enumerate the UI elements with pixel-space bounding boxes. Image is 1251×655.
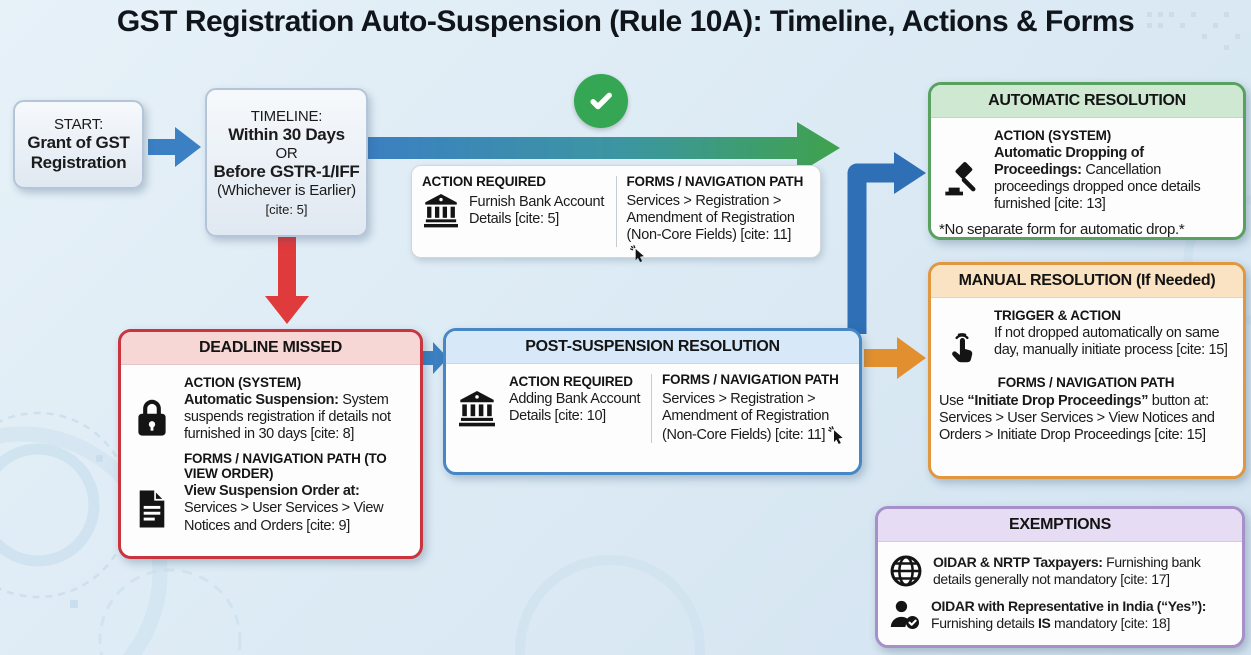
post-suspension-panel: POST-SUSPENSION RESOLUTION ACTION REQUIR…	[443, 328, 862, 475]
automatic-resolution-header: AUTOMATIC RESOLUTION	[931, 85, 1243, 118]
automatic-resolution-panel: AUTOMATIC RESOLUTION ACTION (SYSTEM) Aut…	[928, 82, 1246, 240]
forms-path-header: FORMS / NAVIGATION PATH (TO VIEW ORDER)	[184, 451, 387, 482]
exemptions-panel: EXEMPTIONS OIDAR & NRTP Taxpayers: Furni…	[875, 506, 1245, 648]
person-check-icon	[888, 598, 922, 632]
manual-trigger-text: If not dropped automatically on same day…	[994, 325, 1228, 359]
furnish-action-column: ACTION REQUIRED Furnish Bank Account Det…	[422, 174, 606, 249]
cursor-click-icon	[629, 244, 648, 263]
furnish-details-card: ACTION REQUIRED Furnish Bank Account Det…	[411, 165, 821, 263]
arrow-start-to-timeline	[148, 127, 201, 167]
bank-icon	[457, 391, 497, 427]
post-suspension-header: POST-SUSPENSION RESOLUTION	[446, 331, 859, 364]
gavel-icon	[942, 159, 982, 199]
arrow-timeline-to-deadline	[265, 236, 309, 324]
arrow-timeline-to-automatic	[368, 122, 840, 174]
lock-icon	[133, 397, 171, 439]
deadline-missed-header: DEADLINE MISSED	[121, 332, 420, 365]
exemption-text-1: OIDAR & NRTP Taxpayers: Furnishing bank …	[933, 554, 1201, 587]
action-system-header: ACTION (SYSTEM)	[994, 128, 1111, 143]
check-circle-icon	[574, 74, 628, 128]
furnish-action-text: Furnish Bank Account Details [cite: 5]	[469, 194, 605, 228]
trigger-action-header: TRIGGER & ACTION	[994, 308, 1121, 323]
start-node: START: Grant of GST Registration	[13, 100, 144, 189]
exemptions-header: EXEMPTIONS	[878, 509, 1242, 542]
exemption-text-2: OIDAR with Representative in India (“Yes…	[931, 598, 1207, 631]
arrow-deadline-to-post	[421, 342, 448, 374]
deadline-forms-text: View Suspension Order at:Services > User…	[184, 483, 384, 534]
furnish-forms-column: FORMS / NAVIGATION PATH Services > Regis…	[626, 174, 811, 263]
exemption-row-oidar-representative: OIDAR with Representative in India (“Yes…	[888, 598, 1234, 632]
document-icon	[135, 488, 169, 529]
page-title: GST Registration Auto-Suspension (Rule 1…	[116, 5, 1135, 38]
deadline-missed-panel: DEADLINE MISSED ACTION (SYSTEM) Automati…	[118, 329, 423, 559]
timeline-note: (Whichever is Earlier)	[217, 181, 356, 199]
post-forms-text: Services > Registration > Amendment of R…	[662, 391, 829, 444]
post-forms-column: FORMS / NAVIGATION PATH Services > Regis…	[662, 372, 851, 445]
manual-resolution-header: MANUAL RESOLUTION (If Needed)	[931, 265, 1243, 298]
start-title: Grant of GST Registration	[27, 133, 130, 172]
cursor-click-icon	[827, 425, 847, 445]
tap-icon	[944, 325, 980, 367]
action-system-header: ACTION (SYSTEM)	[184, 375, 301, 390]
manual-resolution-panel: MANUAL RESOLUTION (If Needed) TRIGGER & …	[928, 262, 1246, 479]
action-required-header: ACTION REQUIRED	[422, 174, 546, 189]
start-label: START:	[53, 116, 104, 134]
timeline-option-2: Before GSTR-1/IFF	[213, 162, 360, 181]
forms-path-header: FORMS / NAVIGATION PATH	[626, 174, 804, 189]
timeline-node: TIMELINE: Within 30 Days OR Before GSTR-…	[205, 88, 368, 237]
automatic-resolution-action-text: Automatic Dropping of Proceedings: Cance…	[994, 145, 1201, 213]
globe-icon	[888, 553, 924, 589]
deadline-action-text: Automatic Suspension: System suspends re…	[184, 392, 391, 443]
automatic-resolution-footnote: *No separate form for automatic drop.*	[939, 221, 1185, 239]
forms-path-header: FORMS / NAVIGATION PATH	[662, 372, 839, 387]
timeline-option-1: Within 30 Days	[228, 125, 345, 145]
exemption-row-oidar-nrtp: OIDAR & NRTP Taxpayers: Furnishing bank …	[888, 553, 1234, 589]
furnish-forms-text: Services > Registration > Amendment of R…	[626, 193, 796, 244]
manual-forms-text: Use “Initiate Drop Proceedings” button a…	[939, 393, 1215, 444]
post-action-column: ACTION REQUIRED Adding Bank Account Deta…	[452, 372, 641, 445]
column-divider	[651, 374, 652, 444]
post-action-text: Adding Bank Account Details [cite: 10]	[509, 391, 641, 425]
arrow-post-to-automatic	[847, 152, 926, 334]
timeline-or: OR	[275, 145, 298, 162]
arrow-post-to-manual	[864, 337, 926, 379]
action-required-header: ACTION REQUIRED	[509, 374, 633, 389]
bank-icon	[422, 194, 460, 228]
timeline-label: TIMELINE:	[250, 108, 323, 126]
column-divider	[615, 176, 617, 247]
forms-path-header: FORMS / NAVIGATION PATH	[997, 375, 1175, 390]
timeline-cite: [cite: 5]	[265, 201, 308, 217]
